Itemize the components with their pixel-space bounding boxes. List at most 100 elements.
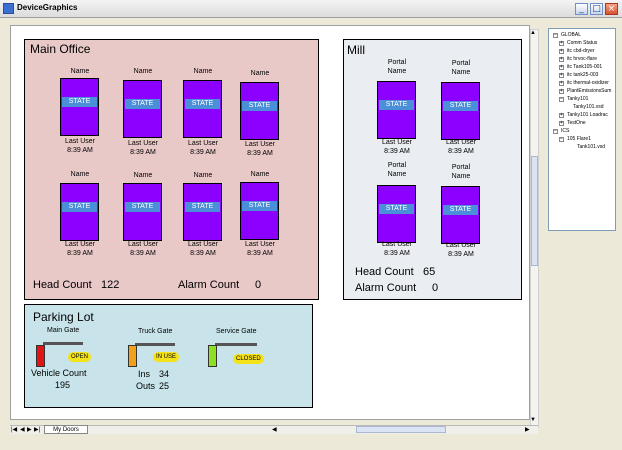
last-page-icon[interactable]: ▶| (34, 427, 41, 433)
gate-name: Service Gate (216, 328, 257, 335)
door[interactable]: STATE (60, 183, 99, 241)
door[interactable]: STATE (123, 183, 162, 241)
door[interactable]: STATE (240, 82, 279, 140)
door-name: Portal (451, 60, 471, 67)
tree-item[interactable]: itc hrvoc-flare (567, 56, 598, 62)
expand-icon[interactable]: + (559, 88, 564, 94)
first-page-icon[interactable]: |◀ (11, 427, 18, 433)
expand-icon[interactable]: + (559, 72, 564, 78)
maximize-icon[interactable]: □ (590, 3, 603, 15)
tree-item[interactable]: Comm Status (567, 40, 598, 46)
door-name: Name (250, 171, 270, 178)
expand-icon[interactable]: + (559, 120, 564, 126)
tree-item[interactable]: itc cbd-dryer (567, 48, 595, 54)
scroll-down-icon[interactable]: ▼ (530, 417, 536, 423)
tree-item[interactable]: ICS (561, 128, 570, 134)
tree-item[interactable]: 105 Flare1 (567, 136, 591, 142)
tree-item[interactable]: itc tank25-003 (567, 72, 599, 78)
door[interactable]: STATE (441, 186, 480, 244)
gate-post[interactable] (208, 345, 217, 367)
door[interactable]: STATE (60, 78, 99, 136)
expand-icon[interactable]: + (559, 80, 564, 86)
door-state: STATE (125, 99, 160, 109)
horizontal-scroll-thumb[interactable] (356, 426, 446, 433)
next-page-icon[interactable]: ▶ (27, 427, 32, 433)
collapse-icon[interactable]: − (553, 32, 558, 38)
expand-icon[interactable]: + (559, 112, 564, 118)
scroll-left-icon[interactable]: ◀ (272, 427, 277, 433)
door-time: 8:39 AM (448, 148, 474, 155)
expand-icon[interactable]: + (559, 64, 564, 70)
door[interactable]: STATE (240, 182, 279, 240)
alarm-count-value: 0 (255, 279, 262, 291)
gate-post[interactable] (36, 345, 45, 367)
collapse-icon[interactable]: − (559, 96, 564, 102)
scroll-up-icon[interactable]: ▲ (530, 30, 536, 36)
gate-post[interactable] (128, 345, 137, 367)
gate-name: Truck Gate (138, 328, 173, 335)
tab-my-doors[interactable]: My Doors (44, 425, 88, 434)
door-name: Name (193, 172, 213, 179)
tree-item[interactable]: itc Tank105-001 (567, 64, 603, 70)
gate-status-badge: OPEN (68, 352, 92, 362)
alarm-count-label: Alarm Count (355, 282, 417, 294)
tree-item[interactable]: Tanky101.vsd (573, 104, 604, 110)
door-state: STATE (185, 202, 220, 212)
door-name: Name (451, 69, 471, 76)
door[interactable]: STATE (183, 183, 222, 241)
door-user: Last User (382, 241, 412, 248)
door-name: Name (451, 173, 471, 180)
vehicle-count-label: Vehicle Count (31, 368, 87, 378)
main-office-zone: Main Office Name STATE Last User 8:39 AM… (24, 39, 319, 300)
door[interactable]: STATE (377, 81, 416, 139)
gate-arm (215, 343, 257, 346)
door-state: STATE (443, 101, 478, 111)
door-time: 8:39 AM (190, 149, 216, 156)
minimize-icon[interactable]: _ (575, 3, 588, 15)
door[interactable]: STATE (441, 82, 480, 140)
zone-title: Main Office (30, 42, 91, 56)
tree-item[interactable]: TestOne (567, 120, 586, 126)
door-time: 8:39 AM (448, 251, 474, 258)
prev-page-icon[interactable]: ◀ (20, 427, 25, 433)
door-user: Last User (65, 241, 95, 248)
door-state: STATE (379, 204, 414, 214)
door[interactable]: STATE (377, 185, 416, 243)
door-user: Last User (65, 138, 95, 145)
door-name: Portal (387, 162, 407, 169)
outs-value: 25 (159, 381, 170, 391)
expand-icon[interactable]: + (559, 40, 564, 46)
tree-item[interactable]: itc thermal-oxidizer (567, 80, 609, 86)
tree-item[interactable]: GLOBAL (561, 32, 582, 38)
collapse-icon[interactable]: − (553, 128, 558, 134)
tree-view[interactable]: − GLOBAL + Comm Status + itc cbd-dryer +… (548, 28, 616, 231)
vertical-scroll-thumb[interactable] (531, 156, 538, 266)
door-name: Portal (387, 59, 407, 66)
collapse-icon[interactable]: − (559, 136, 564, 142)
app-icon (3, 3, 14, 14)
head-count-value: 65 (423, 266, 436, 278)
door[interactable]: STATE (123, 80, 162, 138)
tree-item[interactable]: PlantEmissionsSum (567, 88, 612, 94)
door-state: STATE (125, 202, 160, 212)
expand-icon[interactable]: + (559, 56, 564, 62)
tree-item[interactable]: Tanky101 (567, 96, 589, 102)
gate-arm (43, 342, 83, 345)
door-time: 8:39 AM (384, 148, 410, 155)
door-name: Name (70, 68, 90, 75)
window-title: DeviceGraphics (17, 3, 78, 12)
tree-item[interactable]: Tanky101 Loadrac (567, 112, 608, 118)
door-state: STATE (379, 100, 414, 110)
door-state: STATE (443, 205, 478, 215)
door-time: 8:39 AM (130, 149, 156, 156)
tree-item[interactable]: Tank101.vsd (577, 144, 606, 150)
scroll-right-icon[interactable]: ▶ (525, 427, 530, 433)
door-name: Name (70, 171, 90, 178)
door-state: STATE (185, 99, 220, 109)
door[interactable]: STATE (183, 80, 222, 138)
door-name: Name (133, 68, 153, 75)
door-user: Last User (446, 242, 476, 249)
door-user: Last User (446, 139, 476, 146)
expand-icon[interactable]: + (559, 48, 564, 54)
close-icon[interactable]: × (605, 3, 618, 15)
